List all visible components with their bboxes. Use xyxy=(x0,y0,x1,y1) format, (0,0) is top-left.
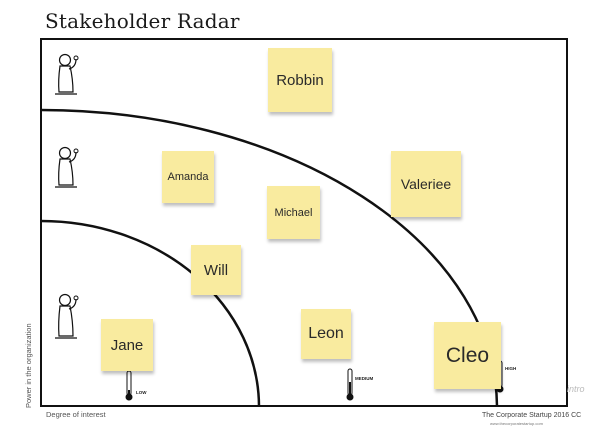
person-low-power-icon xyxy=(55,293,79,339)
y-axis-label: Power in the organization xyxy=(24,323,33,408)
thermometer-low-icon xyxy=(125,370,133,401)
x-axis-label: Degree of interest xyxy=(46,410,106,419)
sticky-note-cleo[interactable]: Cleo xyxy=(434,322,501,389)
interest-high-label: HIGH xyxy=(505,366,517,371)
sticky-note-amanda[interactable]: Amanda xyxy=(162,151,214,203)
sticky-note-jane[interactable]: Jane xyxy=(101,319,153,371)
interest-medium-label: MEDIUM xyxy=(355,376,374,381)
sticky-note-valeriee[interactable]: Valeriee xyxy=(391,151,461,217)
credit-text: The Corporate Startup 2016 CC xyxy=(482,412,582,419)
person-high-power-icon xyxy=(55,53,79,95)
thermometer-medium-icon xyxy=(346,368,354,401)
sticky-note-will[interactable]: Will xyxy=(191,245,241,295)
credit-url: www.thecorporatestartup.com xyxy=(490,421,543,426)
sticky-note-robbin[interactable]: Robbin xyxy=(268,48,332,112)
sticky-note-michael[interactable]: Michael xyxy=(267,186,320,239)
radar-board xyxy=(40,38,568,407)
person-medium-power-icon xyxy=(55,146,79,188)
sticky-note-leon[interactable]: Leon xyxy=(301,309,351,359)
interest-low-label: LOW xyxy=(136,390,147,395)
watermark: intro xyxy=(567,384,585,394)
diagram-title: Stakeholder Radar xyxy=(45,9,240,33)
